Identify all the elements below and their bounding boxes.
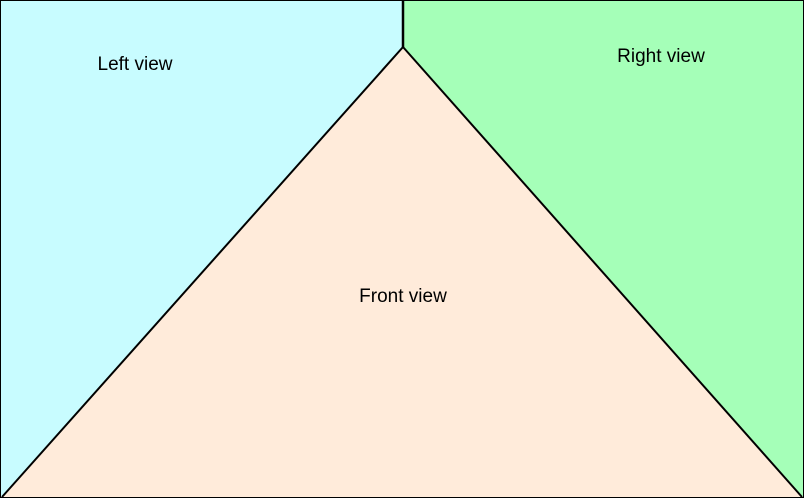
right-view-label: Right view	[617, 46, 705, 67]
front-view-region	[1, 47, 803, 497]
left-diagonal-line	[1, 46, 404, 498]
front-view-label: Front view	[359, 286, 447, 307]
left-view-label: Left view	[98, 54, 173, 75]
left-view-region	[1, 1, 403, 497]
right-view-region	[403, 1, 803, 497]
right-diagonal-line	[402, 46, 803, 498]
